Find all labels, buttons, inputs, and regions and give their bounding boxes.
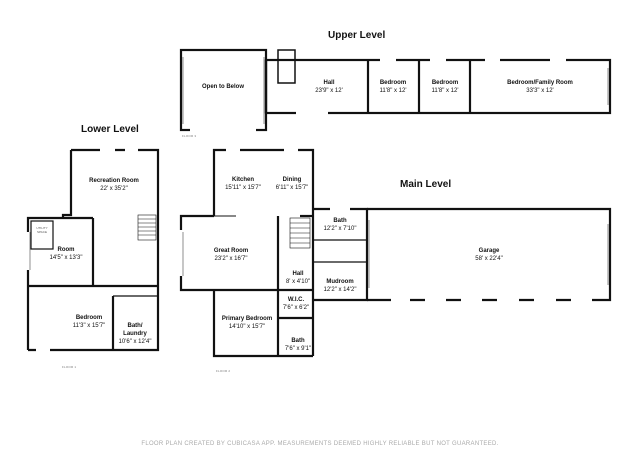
room-open-to-below: Open to Below: [202, 84, 244, 90]
main-level-walls: [179, 148, 612, 358]
wall-room-lower: [26, 216, 63, 350]
floor-tag-lower: FLOOR 1: [62, 365, 77, 369]
wall-upper-stair: [277, 49, 296, 84]
wall-garage: [367, 207, 612, 302]
lower-level-walls: [26, 148, 160, 352]
wall-kitchen-dining: [212, 148, 315, 216]
floor-tag-main: FLOOR 2: [216, 369, 231, 373]
wall-utility: [30, 220, 54, 250]
wall-primary-bedroom: [212, 290, 313, 358]
main-level-title: Main Level: [400, 179, 452, 190]
upper-level-title: Upper Level: [328, 30, 386, 41]
floor-tag-upper: FLOOR 3: [182, 134, 197, 138]
lower-level-title: Lower Level: [81, 124, 139, 135]
footer-disclaimer: FLOOR PLAN CREATED BY CUBICASA APP. MEAS…: [141, 441, 499, 447]
room-wic: W.I.C.7'6" x 6'2": [282, 297, 310, 311]
utility-space-label: UTILITY SPACE: [36, 226, 48, 234]
